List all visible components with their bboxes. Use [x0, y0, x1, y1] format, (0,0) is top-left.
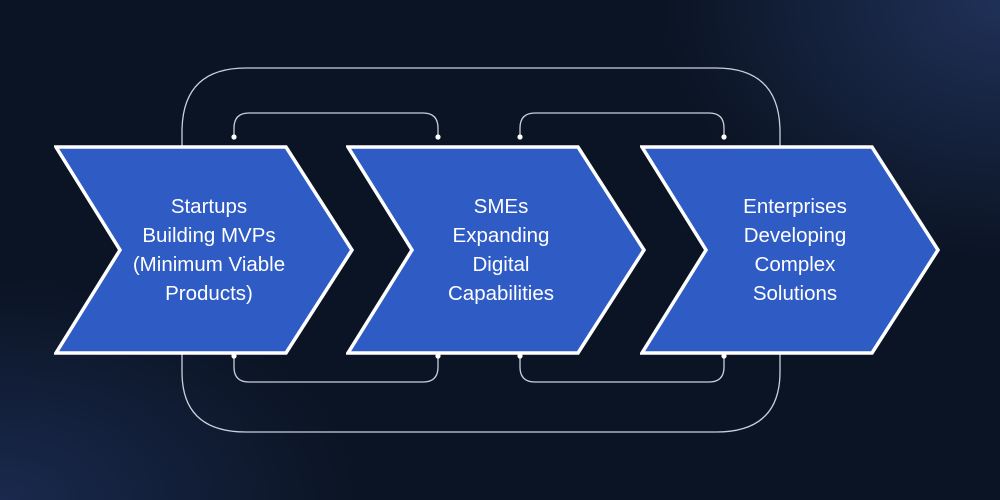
step-label-enterprises: Enterprises Developing Complex Solutions [743, 195, 847, 305]
chevron-shape [54, 145, 354, 355]
connector-dot [231, 134, 237, 140]
bottom-bracket-2 [519, 356, 725, 383]
chevron-shape [346, 145, 646, 355]
connector-dot [435, 134, 441, 140]
step-label-smes: SMEs Expanding Digital Capabilities [448, 195, 554, 305]
top-bracket-1 [233, 112, 439, 137]
chevron-step-startups: Startups Building MVPs (Minimum Viable P… [54, 145, 354, 355]
connector-dot [517, 134, 523, 140]
top-bracket-2 [519, 112, 725, 137]
chevron-step-enterprises: Enterprises Developing Complex Solutions [640, 145, 940, 355]
chevron-step-smes: SMEs Expanding Digital Capabilities [346, 145, 646, 355]
outer-loop-connector [181, 67, 781, 433]
bottom-bracket-1 [233, 356, 439, 383]
step-label-startups: Startups Building MVPs (Minimum Viable P… [132, 195, 286, 305]
chevron-shape [640, 145, 940, 355]
connector-dot [721, 134, 727, 140]
